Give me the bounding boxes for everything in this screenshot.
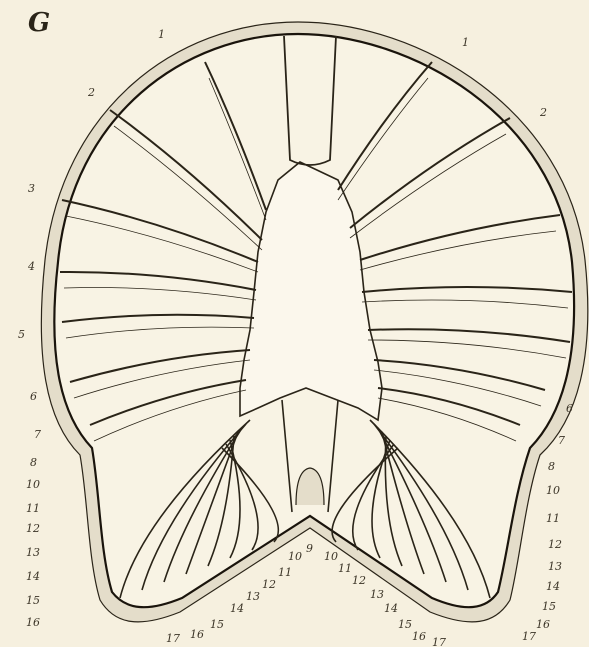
label-left-5: 5 (18, 328, 25, 341)
label-left-7: 7 (34, 428, 41, 441)
label-left-11: 12 (26, 522, 40, 535)
label-left-15: 16 (26, 616, 40, 629)
label-left-1: 1 (158, 28, 165, 41)
label-bottom-6: 12 (262, 578, 276, 591)
label-right-8: 12 (548, 538, 562, 551)
label-bottom-1: 17 (166, 632, 180, 645)
label-right-10: 14 (546, 580, 560, 593)
label-bottom-9: 9 (306, 542, 313, 555)
label-left-13: 14 (26, 570, 40, 583)
label-bottom-10: 10 (324, 550, 338, 563)
label-bottom-2: 16 (190, 628, 204, 641)
label-left-3: 3 (28, 182, 35, 195)
label-bottom-8: 10 (288, 550, 302, 563)
label-left-14: 15 (26, 594, 40, 607)
label-bottom-12: 12 (352, 574, 366, 587)
label-left-6: 6 (30, 390, 37, 403)
label-bottom-17: 17 (432, 636, 446, 647)
label-bottom-13: 13 (370, 588, 384, 601)
label-bottom-15: 15 (398, 618, 412, 631)
label-right-6: 10 (546, 484, 560, 497)
label-left-10: 11 (26, 502, 40, 515)
label-right-7: 11 (546, 512, 560, 525)
label-bottom-5: 13 (246, 590, 260, 603)
label-bottom-7: 11 (278, 566, 292, 579)
label-left-12: 13 (26, 546, 40, 559)
label-bottom-16: 16 (412, 630, 426, 643)
label-right-4: 7 (558, 434, 565, 447)
label-right-2: 2 (539, 106, 547, 119)
label-bottom-4: 14 (230, 602, 244, 615)
label-bottom-11: 11 (338, 562, 352, 575)
label-left-2: 2 (87, 86, 95, 99)
label-bottom-3: 15 (210, 618, 224, 631)
label-left-4: 4 (27, 260, 35, 273)
label-right-3: 6 (566, 402, 573, 415)
label-right-11: 15 (542, 600, 556, 613)
label-left-8: 8 (30, 456, 37, 469)
label-right-9: 13 (548, 560, 562, 573)
label-right-12: 16 (536, 618, 550, 631)
label-bottom-14: 14 (384, 602, 398, 615)
label-right-1: 1 (462, 36, 469, 49)
label-left-9: 10 (26, 478, 40, 491)
label-right-5: 8 (548, 460, 555, 473)
label-right-13: 17 (522, 630, 536, 643)
